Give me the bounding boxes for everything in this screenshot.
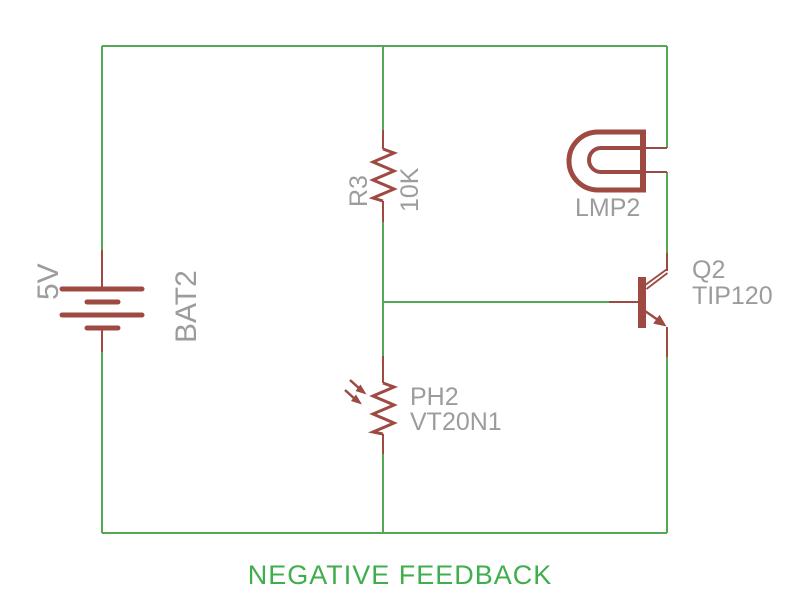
transistor-collector-line-2: [645, 272, 669, 290]
battery-value-label: 5V: [32, 263, 65, 300]
resistor-symbol: [368, 147, 399, 203]
light-arrow-2-head: [351, 394, 362, 405]
lamp-name-label: LMP2: [575, 194, 640, 222]
lamp-envelope: [566, 129, 643, 193]
lamp-symbol: [566, 129, 646, 193]
sheet-title: NEGATIVE FEEDBACK: [248, 560, 553, 590]
transistor-name-label: Q2: [692, 256, 725, 284]
photoresistor-symbol: [344, 379, 399, 436]
transistor-emitter-arrow: [653, 314, 667, 327]
photoresistor-name-label: PH2: [410, 383, 459, 411]
battery-name-label: BAT2: [170, 270, 203, 343]
transistor-symbol: [638, 268, 669, 328]
photoresistor-value-label: VT20N1: [410, 408, 502, 436]
resistor-zigzag: [368, 147, 399, 203]
resistor-name-label: R3: [345, 175, 373, 207]
photoresistor-zigzag: [367, 381, 399, 436]
transistor-collector-line-1: [643, 268, 668, 287]
transistor-value-label: TIP120: [692, 282, 773, 310]
lamp-filament: [587, 146, 641, 174]
battery-symbol: [59, 286, 145, 331]
transistor-emitter-line: [644, 309, 659, 322]
light-arrow-1-head: [355, 384, 367, 395]
net-wires: [101, 45, 668, 534]
resistor-value-label: 10K: [396, 167, 424, 212]
